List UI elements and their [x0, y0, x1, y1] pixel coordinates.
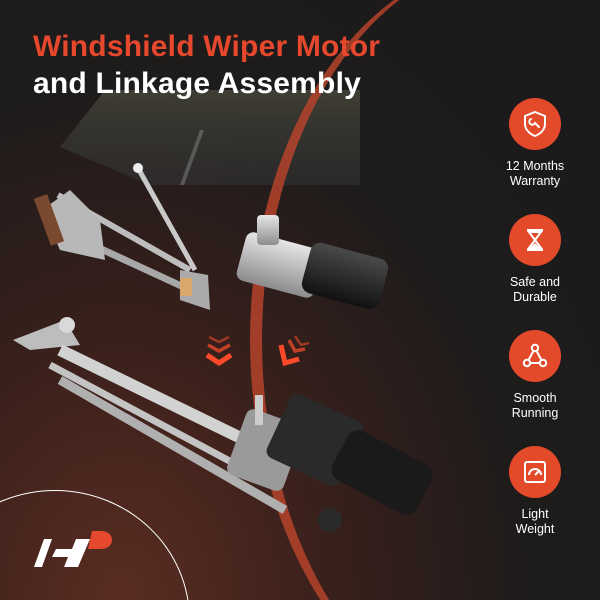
title-line-2: and Linkage Assembly — [33, 67, 361, 100]
feature-label-line1: Smooth — [513, 391, 557, 405]
feature-label-line2: Weight — [515, 522, 555, 536]
shield-wrench-icon — [509, 98, 561, 150]
feature-label-line2: Warranty — [509, 174, 561, 188]
feature-light: Light Weight — [480, 446, 590, 562]
page-title: Windshield Wiper Motor and Linkage Assem… — [33, 28, 380, 102]
feature-smooth: Smooth Running — [480, 330, 590, 446]
feature-label-line1: 12 Months — [505, 159, 565, 173]
linkage-part-image — [33, 163, 210, 310]
motor-part-image — [234, 210, 405, 312]
triangle-nodes-icon — [509, 330, 561, 382]
arrow-down-left-icon — [278, 335, 310, 367]
arrow-down-icon — [205, 335, 233, 367]
gauge-icon — [509, 446, 561, 498]
brand-logo-icon — [34, 531, 112, 567]
hourglass-icon — [509, 214, 561, 266]
feature-durable: Safe and Durable — [480, 214, 590, 330]
feature-label-line2: Running — [511, 406, 559, 420]
feature-warranty: 12 Months Warranty — [480, 98, 590, 214]
feature-label-line1: Safe and — [509, 275, 561, 289]
assembly-part-image — [13, 317, 433, 532]
feature-label-line2: Durable — [513, 290, 557, 304]
feature-label-line1: Light — [521, 507, 549, 521]
feature-list: 12 Months Warranty Safe and Durable Smoo… — [480, 98, 590, 562]
title-line-1: Windshield Wiper Motor — [33, 30, 381, 63]
